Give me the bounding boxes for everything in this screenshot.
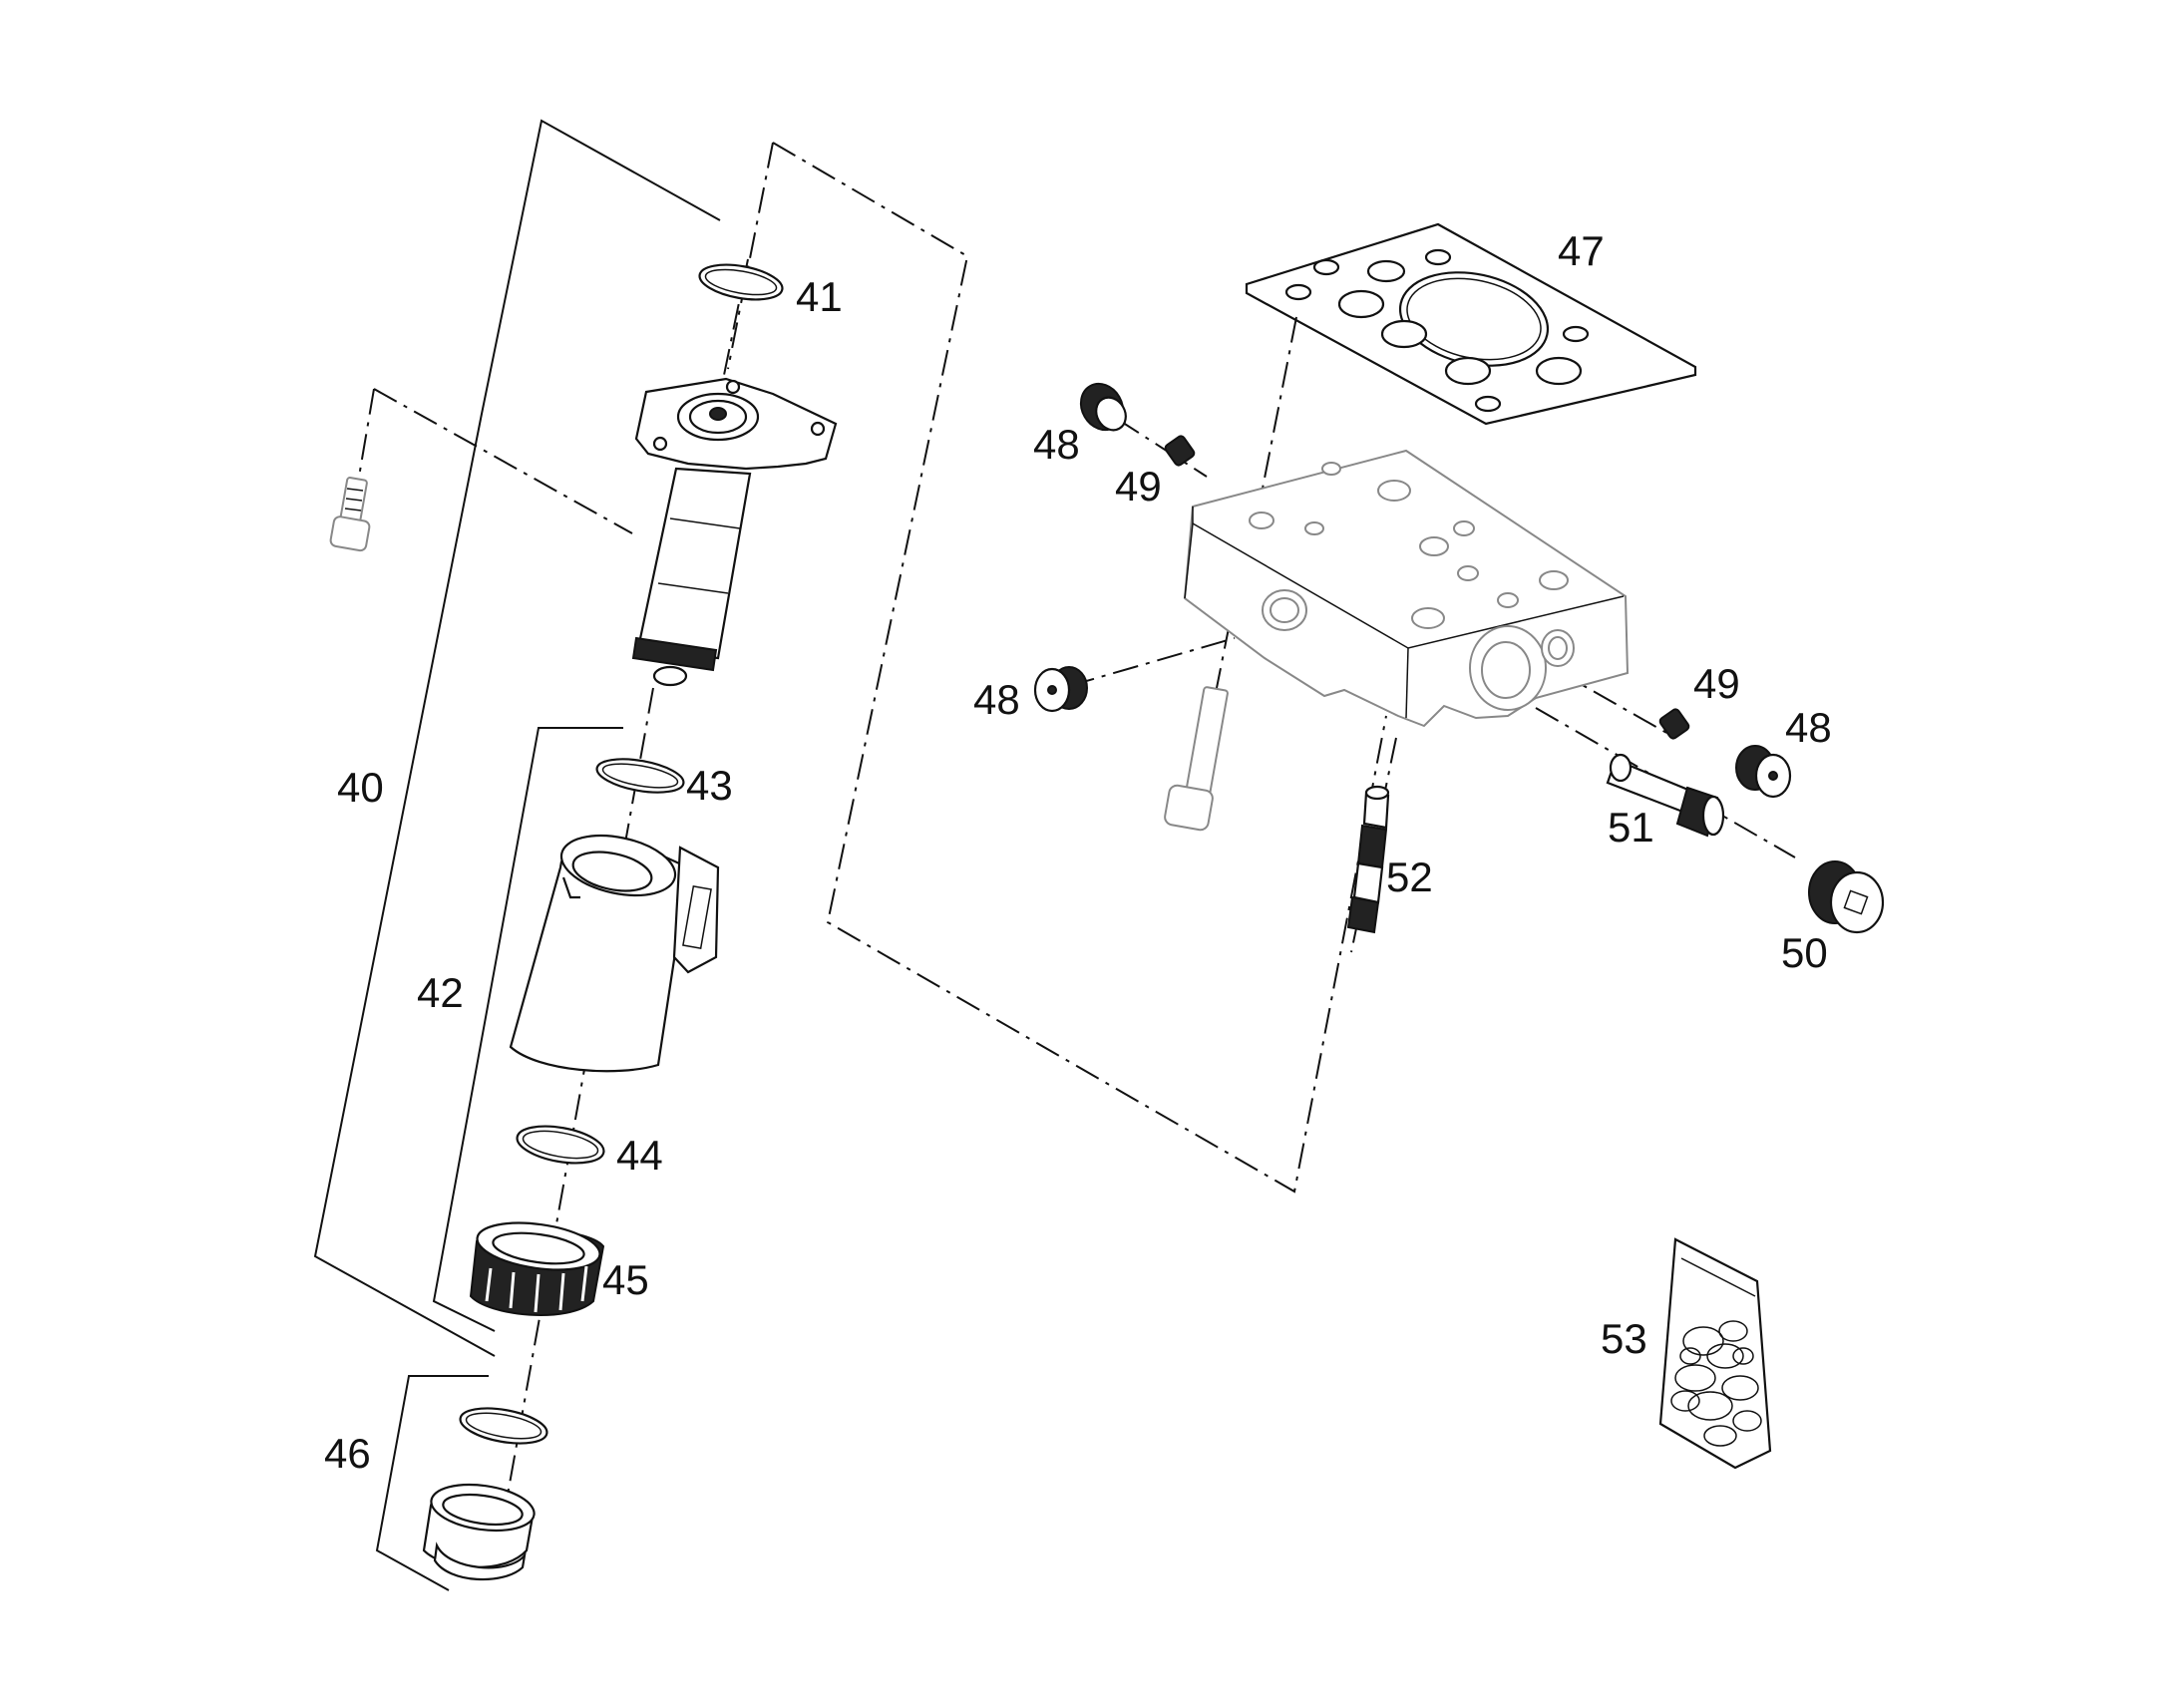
bracket-46 xyxy=(375,1375,489,1591)
part-52-cartridge-valve xyxy=(1346,785,1390,934)
part-47-gasket xyxy=(1245,222,1697,426)
label-52: 52 xyxy=(1386,854,1433,900)
part-bolt xyxy=(1164,686,1229,832)
gasket-axis xyxy=(1258,316,1297,510)
part-46-o-ring xyxy=(459,1407,548,1445)
part-49-set-screw-top xyxy=(1164,435,1196,467)
plug-48-top-axis xyxy=(1116,418,1208,478)
label-50: 50 xyxy=(1781,929,1828,976)
label-44: 44 xyxy=(616,1132,663,1179)
label-48-right: 48 xyxy=(1785,704,1832,751)
screw-axis-down xyxy=(358,388,375,478)
label-41: 41 xyxy=(796,273,843,320)
part-50-plug xyxy=(1808,860,1885,934)
part-48-plug-left xyxy=(1033,666,1088,713)
valve-block xyxy=(1183,449,1630,728)
label-45: 45 xyxy=(602,1256,649,1303)
plug-48-left-axis xyxy=(1068,637,1236,687)
label-40: 40 xyxy=(337,764,384,811)
label-48-left: 48 xyxy=(973,676,1020,723)
axis-lower xyxy=(496,687,654,1556)
label-43: 43 xyxy=(686,762,733,809)
part-53-seal-kit xyxy=(1658,1237,1772,1470)
label-42: 42 xyxy=(417,969,464,1016)
part-43-o-ring xyxy=(595,758,685,794)
label-49-top: 49 xyxy=(1115,463,1162,510)
part-51-check-valve xyxy=(1606,753,1725,838)
label-47: 47 xyxy=(1558,227,1605,274)
bracket-42 xyxy=(432,727,623,1332)
part-42-coil xyxy=(509,834,720,1073)
part-45-knurled-nut xyxy=(469,1221,605,1316)
part-solenoid-cartridge xyxy=(631,377,838,687)
bracket-40 xyxy=(313,119,721,1357)
label-51: 51 xyxy=(1608,804,1654,851)
label-48-top: 48 xyxy=(1033,421,1080,468)
screw-axis xyxy=(373,388,633,534)
part-44-o-ring xyxy=(516,1125,605,1165)
part-48-plug-top xyxy=(1079,382,1127,432)
part-46-cap xyxy=(422,1483,536,1581)
label-49-right: 49 xyxy=(1693,660,1740,707)
label-53: 53 xyxy=(1601,1315,1647,1362)
part-49-set-screw-right xyxy=(1658,708,1690,740)
part-41-o-ring xyxy=(698,263,784,301)
part-48-plug-right xyxy=(1735,745,1792,799)
part-screw-left xyxy=(329,477,371,552)
plug-48-right-axis xyxy=(1513,645,1676,739)
label-46: 46 xyxy=(324,1430,371,1477)
